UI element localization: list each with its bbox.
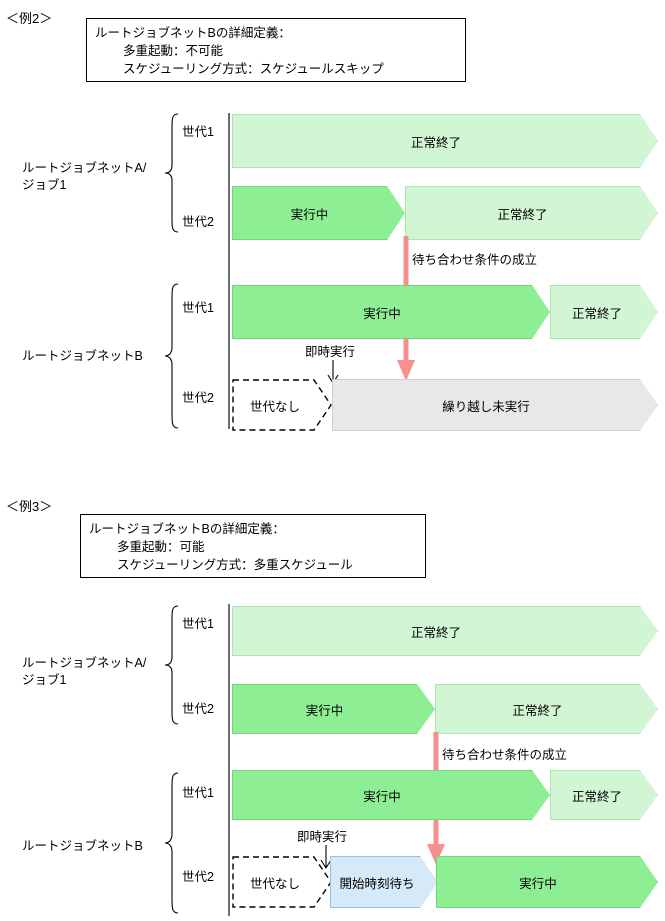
example-3-immediate-exec-arrow xyxy=(320,845,332,870)
example-3-wait-condition-label: 待ち合わせ条件の成立 xyxy=(442,748,568,762)
example-3-row-label-b2: 世代2 xyxy=(182,870,214,884)
definition-title: ルートジョブネットBの詳細定義： xyxy=(95,26,291,40)
example-2-bar-a1-done[interactable]: 正常終了 xyxy=(232,114,658,168)
bar-label: 実行中 xyxy=(305,703,344,718)
bar-label: 世代なし xyxy=(249,399,300,414)
example-2-immediate-exec-label: 即時実行 xyxy=(305,345,356,359)
example-2-row-label-b2: 世代2 xyxy=(182,391,214,405)
example-3-immediate-exec-label: 即時実行 xyxy=(297,830,348,844)
example-3-row-label-a2: 世代2 xyxy=(182,702,214,716)
example-3-bar-a1-done[interactable]: 正常終了 xyxy=(232,606,658,656)
example-3-bar-b2-none[interactable]: 世代なし xyxy=(232,856,332,908)
example-2-group-a-label: ルートジョブネットA/ ジョブ1 xyxy=(22,161,147,192)
bar-label: 世代なし xyxy=(249,876,300,891)
example-2-caption: ＜例2＞ xyxy=(6,11,53,26)
bar-label: 正常終了 xyxy=(512,703,563,718)
bar-label: 実行中 xyxy=(290,207,329,222)
bar-label: 正常終了 xyxy=(410,625,461,640)
definition-scheduling: スケジューリング方式：多重スケジュール xyxy=(117,558,353,572)
example-3-bar-a2-running[interactable]: 実行中 xyxy=(232,684,435,734)
example-3-bar-b1-done[interactable]: 正常終了 xyxy=(550,770,658,820)
example-3-row-label-b1: 世代1 xyxy=(182,786,214,800)
example-2-bar-b2-carryover[interactable]: 繰り越し未実行 xyxy=(332,379,658,431)
example-3-definition-box: ルートジョブネットBの詳細定義： 多重起動：可能 スケジューリング方式：多重スケ… xyxy=(80,514,426,578)
bar-label: 正常終了 xyxy=(410,135,461,150)
example-2-row-label-b1: 世代1 xyxy=(182,301,214,315)
example-2-brace-a xyxy=(164,113,180,238)
bar-label: 実行中 xyxy=(519,876,557,891)
example-2-bar-b2-none[interactable]: 世代なし xyxy=(232,379,332,431)
example-3-group-a-label: ルートジョブネットA/ ジョブ1 xyxy=(22,656,147,687)
bar-label: 開始時刻待ち xyxy=(339,876,415,891)
example-3-bar-b2-waiting[interactable]: 開始時刻待ち xyxy=(330,856,438,908)
example-2-wait-condition-label: 待ち合わせ条件の成立 xyxy=(412,253,538,267)
example-3-group-b-label: ルートジョブネットB xyxy=(22,839,143,853)
example-2-bar-a2-running[interactable]: 実行中 xyxy=(232,186,405,240)
example-2-bar-b1-running[interactable]: 実行中 xyxy=(232,285,550,339)
example-2-brace-b xyxy=(164,283,180,434)
example-2-bar-b1-done[interactable]: 正常終了 xyxy=(550,285,658,339)
example-2-definition-box: ルートジョブネットBの詳細定義： 多重起動：不可能 スケジューリング方式：スケジ… xyxy=(86,18,466,82)
bar-label: 繰り越し未実行 xyxy=(442,399,530,414)
example-3-brace-a xyxy=(164,605,180,730)
example-2-bar-a2-done[interactable]: 正常終了 xyxy=(405,186,658,240)
example-3-caption: ＜例3＞ xyxy=(6,499,53,514)
definition-scheduling: スケジューリング方式：スケジュールスキップ xyxy=(123,62,384,76)
bar-label: 実行中 xyxy=(363,306,401,321)
definition-concurrency: 多重起動：可能 xyxy=(117,540,205,554)
bar-label: 正常終了 xyxy=(571,789,622,804)
bar-label: 正常終了 xyxy=(497,207,548,222)
bar-label: 正常終了 xyxy=(571,306,622,321)
bar-label: 実行中 xyxy=(363,789,401,804)
example-3-bar-b1-running[interactable]: 実行中 xyxy=(232,770,550,820)
definition-concurrency: 多重起動：不可能 xyxy=(123,44,224,58)
example-2-row-label-a1: 世代1 xyxy=(182,125,214,139)
example-3-brace-b xyxy=(164,772,180,919)
example-2-row-label-a2: 世代2 xyxy=(182,215,214,229)
example-3-row-label-a1: 世代1 xyxy=(182,617,214,631)
example-3-timeline-axis xyxy=(228,604,230,916)
example-2-group-b-label: ルートジョブネットB xyxy=(22,349,143,363)
example-2-timeline-axis xyxy=(228,113,230,429)
example-3-bar-b2-running[interactable]: 実行中 xyxy=(436,856,658,908)
definition-title: ルートジョブネットBの詳細定義： xyxy=(89,522,285,536)
example-3-bar-a2-done[interactable]: 正常終了 xyxy=(435,684,658,734)
